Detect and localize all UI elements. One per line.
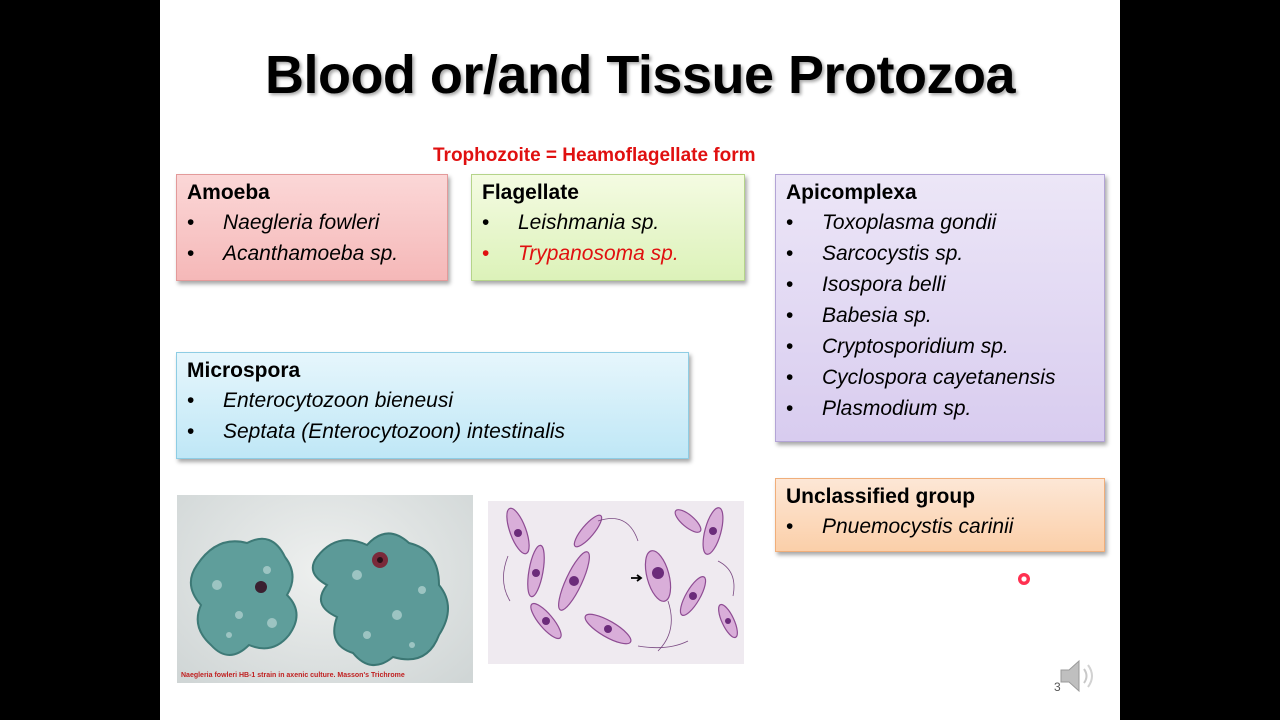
list-item: •Cyclospora cayetanensis — [786, 366, 1056, 389]
list-item-highlighted: •Trypanosoma sp. — [482, 242, 679, 265]
list-item: •Acanthamoeba sp. — [187, 242, 399, 265]
list-item: •Naegleria fowleri — [187, 211, 380, 234]
flagellate-box: Flagellate •Leishmania sp. •Trypanosoma … — [471, 174, 745, 281]
slide: Blood or/and Tissue Protozoa Trophozoite… — [160, 0, 1120, 720]
list-item: •Plasmodium sp. — [786, 397, 972, 420]
list-item: •Toxoplasma gondii — [786, 211, 997, 234]
list-item: •Leishmania sp. — [482, 211, 660, 234]
slide-title: Blood or/and Tissue Protozoa — [264, 45, 1016, 105]
flagellate-heading: Flagellate — [482, 181, 579, 204]
naegleria-image-caption: Naegleria fowleri HB-1 strain in axenic … — [181, 672, 405, 679]
list-item: •Babesia sp. — [786, 304, 932, 327]
unclassified-box: Unclassified group •Pnuemocystis carinii — [775, 478, 1105, 552]
naegleria-micrograph: Naegleria fowleri HB-1 strain in axenic … — [177, 495, 473, 683]
speaker-icon[interactable] — [1053, 655, 1101, 697]
trophozoite-caption: Trophozoite = Heamoflagellate form — [433, 145, 756, 166]
list-item: •Pnuemocystis carinii — [786, 515, 1014, 538]
apicomplexa-box: Apicomplexa •Toxoplasma gondii •Sarcocys… — [775, 174, 1105, 442]
trypanosoma-micrograph — [488, 501, 744, 664]
list-item: •Septata (Enterocytozoon) intestinalis — [187, 420, 566, 443]
unclassified-heading: Unclassified group — [786, 485, 976, 508]
list-item: •Enterocytozoon bieneusi — [187, 389, 453, 412]
amoeba-heading: Amoeba — [187, 181, 270, 204]
apicomplexa-heading: Apicomplexa — [786, 181, 917, 204]
list-item: •Sarcocystis sp. — [786, 242, 964, 265]
list-item: •Isospora belli — [786, 273, 946, 296]
list-item: •Cryptosporidium sp. — [786, 335, 1009, 358]
microspora-heading: Microspora — [187, 359, 301, 382]
arrow-icon — [631, 574, 643, 582]
microspora-box: Microspora •Enterocytozoon bieneusi •Sep… — [176, 352, 689, 459]
amoeba-box: Amoeba •Naegleria fowleri •Acanthamoeba … — [176, 174, 448, 281]
laser-pointer-icon — [1018, 573, 1030, 585]
page-number: 3 — [1054, 680, 1061, 694]
